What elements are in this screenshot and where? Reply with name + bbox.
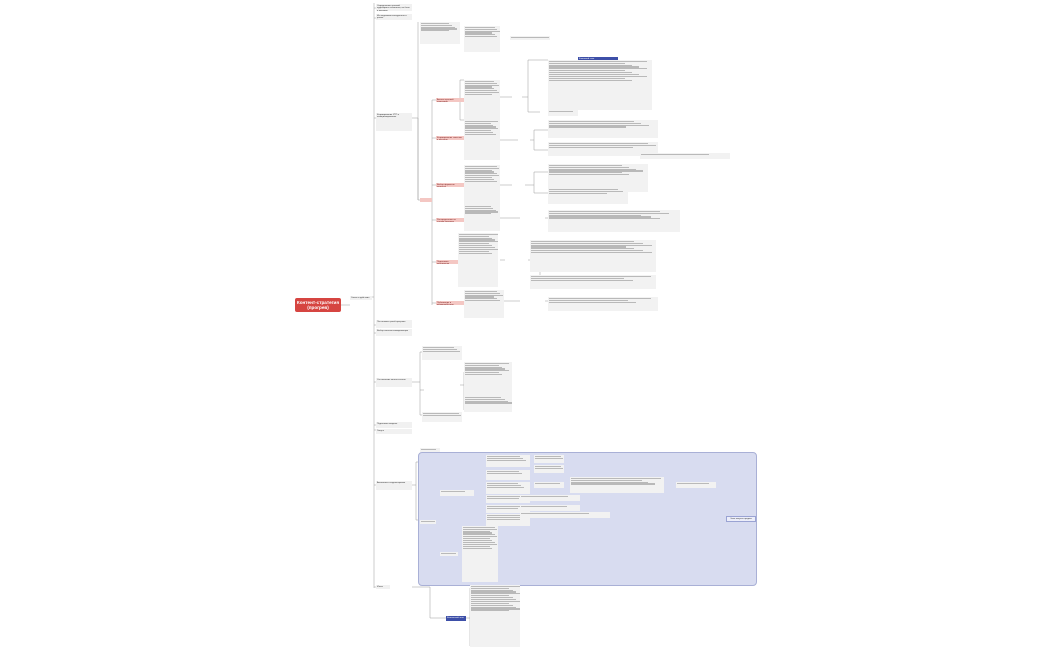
text-block: [570, 477, 664, 493]
text-block: [548, 60, 652, 110]
text-block: [422, 412, 462, 422]
text-block: [464, 165, 500, 211]
region-label: Этап запуска продаж: [726, 516, 756, 522]
text-block: [548, 120, 658, 138]
left-note-4[interactable]: Составление контент-плана: [376, 378, 412, 387]
text-block: [486, 470, 530, 480]
text-block: [464, 120, 500, 160]
text-block: [534, 465, 564, 473]
text-block: [548, 164, 648, 192]
text-block: [464, 290, 504, 318]
left-note-6[interactable]: Запуск: [376, 429, 412, 434]
left-note-5[interactable]: Подготовка визуала: [376, 422, 412, 428]
text-block: [422, 346, 462, 360]
left-note-8[interactable]: Итоги: [376, 585, 390, 589]
text-block: [548, 142, 658, 156]
text-block: [548, 297, 658, 311]
blue-node[interactable]: Финальный этап: [446, 616, 466, 621]
left-note-3[interactable]: Выбор каналов коммуникации: [376, 329, 412, 336]
text-block: [464, 205, 500, 231]
text-block: [534, 482, 564, 488]
text-block: [462, 526, 498, 582]
text-block: [458, 233, 498, 287]
text-block: [486, 505, 530, 513]
top-note-2[interactable]: Исследование конкурентов и рынка: [376, 14, 412, 20]
left-note-7[interactable]: Аналитика и корректировка: [376, 481, 412, 490]
text-block: [464, 80, 500, 122]
text-block: [420, 22, 460, 44]
branch-main[interactable]: Этапы и действия: [350, 296, 372, 300]
text-block: [548, 110, 578, 116]
text-block: [470, 585, 520, 647]
top-note-1[interactable]: Определение целевой аудитории и сегменто…: [376, 4, 412, 11]
text-block: [548, 210, 680, 232]
text-block: [464, 362, 512, 396]
text-block: [486, 495, 530, 503]
text-block: [548, 188, 628, 204]
red-node-4[interactable]: Распределение по этапам прогрева: [436, 218, 464, 222]
text-block: [420, 520, 436, 524]
left-note-1[interactable]: Формирование УТП и позиционирования: [376, 113, 412, 131]
text-block: [486, 482, 530, 494]
text-block: [520, 512, 610, 518]
red-node-5[interactable]: Подготовка материалов: [436, 260, 458, 264]
text-block: [486, 514, 530, 526]
left-note-2[interactable]: Постановка целей прогрева: [376, 320, 412, 328]
text-block: [420, 448, 440, 452]
text-block: [510, 36, 550, 40]
red-node-3[interactable]: Выбор форматов контента: [436, 183, 464, 187]
root-node[interactable]: Контент-стратегия (прогрев): [295, 298, 341, 312]
highlight-node[interactable]: Ключевой этап: [578, 57, 618, 61]
text-block: [486, 455, 530, 467]
text-block: [640, 153, 730, 159]
red-node-6[interactable]: Публикация и взаимодействие: [436, 301, 464, 305]
text-block: [530, 275, 656, 289]
text-block: [530, 240, 656, 272]
red-node-1[interactable]: Анализ целевой аудитории: [436, 98, 464, 102]
red-node-stage[interactable]: [420, 198, 432, 202]
text-block: [440, 552, 458, 556]
red-node-2[interactable]: Формирование смыслов и посылов: [436, 136, 464, 140]
text-block: [520, 495, 580, 501]
text-block: [464, 26, 500, 52]
text-block: [676, 482, 716, 488]
text-block: [520, 505, 580, 511]
text-block: [534, 455, 564, 463]
text-block: [440, 490, 474, 496]
text-block: [464, 396, 512, 412]
